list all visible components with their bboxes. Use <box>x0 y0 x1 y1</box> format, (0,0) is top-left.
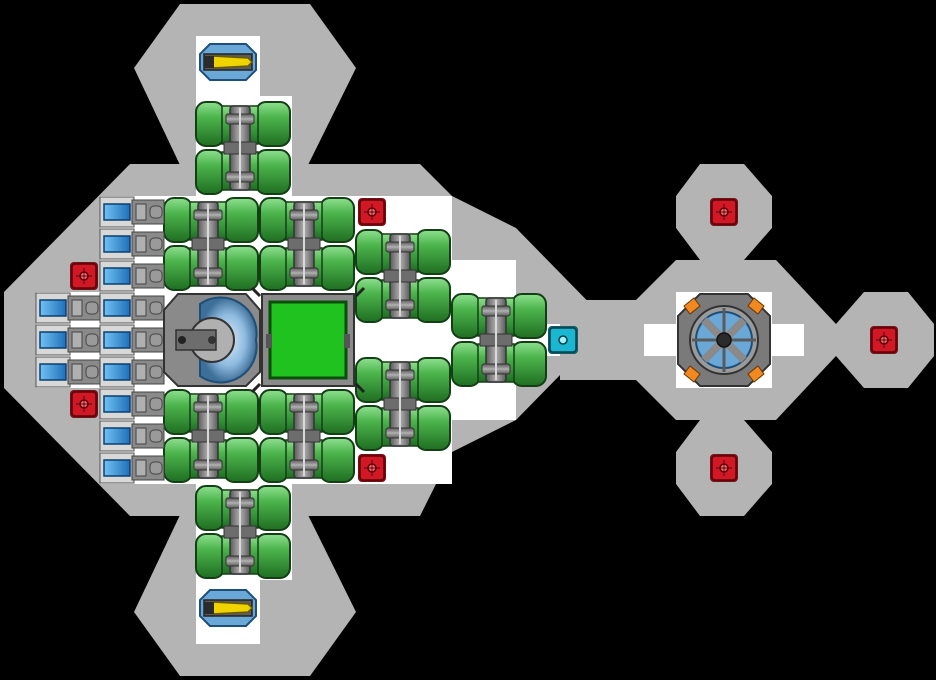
command-core-icon[interactable] <box>250 286 366 394</box>
battery-cell-icon[interactable] <box>99 324 165 356</box>
thruster-icon[interactable] <box>195 585 261 631</box>
armor-block-icon[interactable] <box>869 325 899 355</box>
battery-cell-icon[interactable] <box>99 228 165 260</box>
armor-block-icon[interactable] <box>357 197 387 227</box>
armor-block-icon[interactable] <box>709 197 739 227</box>
battery-cell-icon[interactable] <box>99 196 165 228</box>
battery-cell-icon[interactable] <box>35 356 101 388</box>
battery-cell-icon[interactable] <box>99 292 165 324</box>
battery-cell-icon[interactable] <box>99 452 165 484</box>
battery-cell-icon[interactable] <box>99 356 165 388</box>
sensor-block-icon[interactable] <box>548 326 578 354</box>
armor-block-icon[interactable] <box>709 453 739 483</box>
docking-hub-icon[interactable] <box>677 293 771 387</box>
armor-block-icon[interactable] <box>69 261 99 291</box>
thruster-icon[interactable] <box>195 39 261 85</box>
battery-cell-icon[interactable] <box>99 260 165 292</box>
armor-block-icon[interactable] <box>69 389 99 419</box>
reactor-icon[interactable] <box>163 293 261 387</box>
battery-cell-icon[interactable] <box>99 388 165 420</box>
battery-cell-icon[interactable] <box>35 324 101 356</box>
battery-cell-icon[interactable] <box>35 292 101 324</box>
armor-block-icon[interactable] <box>357 453 387 483</box>
battery-cell-icon[interactable] <box>99 420 165 452</box>
